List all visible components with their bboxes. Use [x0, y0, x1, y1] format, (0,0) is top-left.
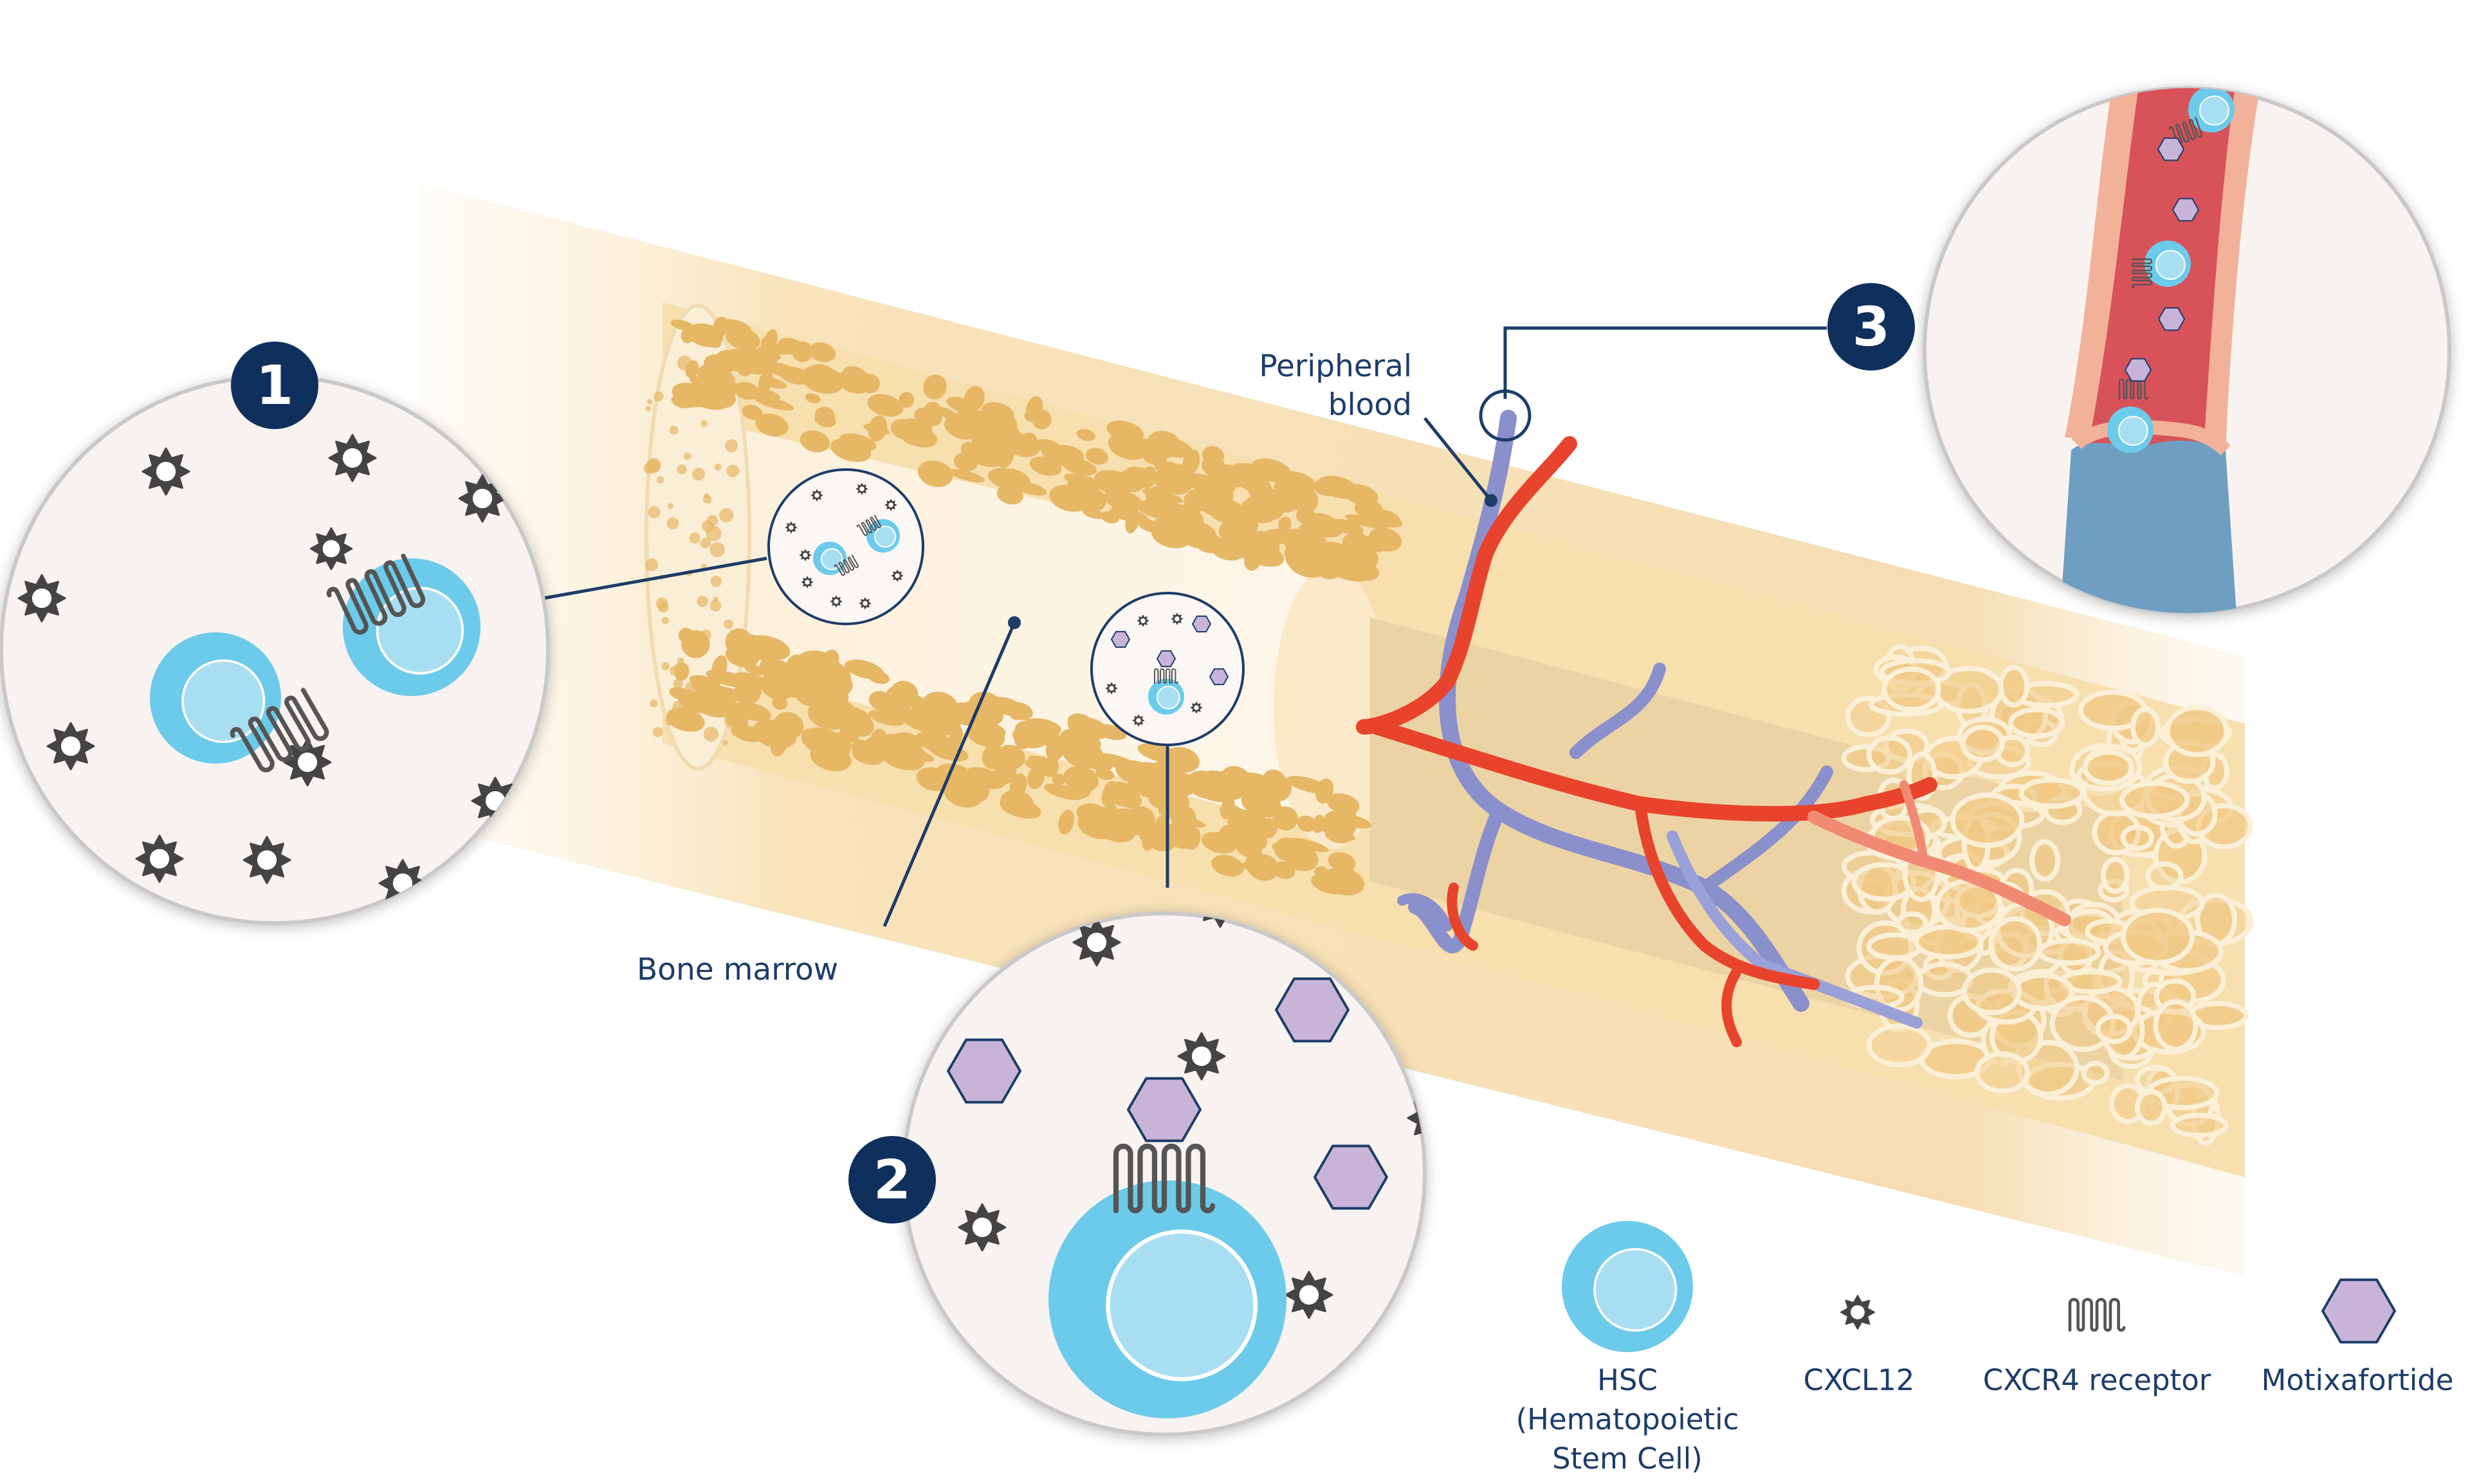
hsc-icon: [813, 542, 846, 575]
cxcl12-icon: [1137, 614, 1149, 627]
mini-inset-cxcl12-binding: [767, 468, 924, 625]
vessel-blue-end: [2058, 441, 2238, 613]
hsc-icon: [2107, 407, 2154, 453]
cxcr4-receptor-icon: [326, 553, 426, 635]
motixafortide-icon: [2158, 307, 2185, 331]
connector-3: [1503, 326, 1827, 399]
cxcr4-receptor-icon: [230, 688, 329, 773]
hsc-icon: [1148, 679, 1184, 715]
artery-main: [1356, 436, 1937, 821]
cxcl12-icon: [855, 482, 868, 495]
motixafortide-icon: [2157, 137, 2184, 161]
vein-branch-3: [1698, 765, 1833, 894]
cxcl12-icon: [810, 489, 823, 502]
cxcl12-icon: [1177, 1032, 1226, 1081]
legend-label-hsc: HSC (Hematopoietic Stem Cell): [1515, 1363, 1739, 1476]
cxcl12-icon: [1072, 918, 1121, 967]
bone-pores: [643, 316, 2254, 1146]
artery-branch-1: [1634, 798, 1820, 990]
vessel-cuff: [2071, 420, 2231, 455]
peripheral-blood-marker: [1479, 389, 1532, 442]
motixafortide-icon: [1157, 650, 1176, 668]
motixafortide-icon: [1111, 630, 1130, 648]
motixafortide-icon: [2172, 197, 2199, 222]
zoom-circle-2: [902, 911, 1427, 1436]
cxcl12-icon: [891, 569, 904, 582]
callout-2-badge: 2: [848, 1136, 936, 1223]
cxcl12-icon: [1840, 1294, 1876, 1330]
vein-branch-5: [1397, 893, 1452, 931]
cxcl12-icon: [785, 521, 798, 534]
connector-bone-marrow: [883, 622, 1016, 927]
cxcl12-icon: [328, 434, 377, 482]
peripheral-blood-label: Peripheral blood: [1259, 349, 1412, 423]
legend-label-motixafortide: Motixafortide: [2261, 1363, 2454, 1397]
cxcl12-icon: [799, 549, 812, 562]
motixafortide-icon: [1275, 977, 1349, 1043]
hsc-icon: [866, 519, 900, 553]
motixafortide-icon: [1209, 668, 1229, 686]
vein-branch-4: [1667, 830, 1923, 1029]
vein-branch-2: [1569, 663, 1666, 759]
cxcl12-icon: [1285, 1270, 1333, 1319]
artery-branch-3: [1447, 883, 1478, 951]
cxcr4-receptor-icon: [1113, 1143, 1216, 1214]
cxcl12-icon: [1132, 714, 1145, 727]
artery-branch-5: [1899, 780, 1928, 866]
cxcl12-icon: [135, 834, 184, 883]
cxcl12-icon: [17, 574, 66, 623]
callout-1-badge: 1: [231, 342, 318, 429]
bone-marrow-label: Bone marrow: [637, 952, 839, 987]
cxcl12-icon: [46, 722, 95, 771]
callout-3-badge: 3: [1827, 283, 1915, 371]
cxcl12-icon: [830, 595, 843, 608]
cxcl12-icon: [1190, 701, 1203, 714]
hsc-icon: [1048, 1180, 1286, 1418]
connector-lines: [543, 326, 1827, 927]
motixafortide-icon: [2321, 1278, 2396, 1344]
cxcl12-icon: [958, 1203, 1007, 1252]
artery-branch-2: [1807, 811, 2071, 926]
connector-peripheral-blood: [1423, 417, 1492, 502]
artery-branch-4: [1721, 966, 1742, 1047]
cxcl12-icon: [458, 474, 507, 523]
motixafortide-icon: [947, 1038, 1021, 1104]
mini-inset-1-bg: [767, 468, 924, 625]
motixafortide-icon: [1313, 1144, 1388, 1210]
hsc-icon: [150, 632, 281, 764]
cxcl12-icon: [801, 576, 814, 589]
cxcr4-receptor-icon: [1154, 668, 1178, 684]
legend-label-cxcr4: CXCR4 receptor: [1982, 1363, 2211, 1397]
connector-1: [543, 556, 767, 600]
motixafortide-icon: [1192, 615, 1211, 633]
cxcl12-icon: [242, 836, 291, 884]
hsc-icon: [343, 558, 480, 696]
cxcl12-icon: [884, 499, 897, 511]
bone-marrow-dot: [1008, 616, 1021, 629]
cxcr4-receptor-icon: [856, 515, 881, 536]
cxcl12-icon: [283, 738, 332, 787]
cxcr4-receptor-icon: [2068, 1297, 2126, 1332]
hsc-icon: [2145, 241, 2191, 287]
mini-inset-motixafortide-binding: [1090, 592, 1245, 746]
cxcl12-icon: [1105, 682, 1118, 695]
peripheral-blood-dot: [1485, 494, 1497, 507]
cxcl12-icon: [859, 597, 872, 610]
legend-icons: [1562, 1221, 2396, 1352]
cxcl12-icon: [309, 527, 353, 571]
cxcl12-icon: [1171, 612, 1184, 625]
cxcr4-receptor-icon: [834, 554, 859, 576]
blood-vessels: [1356, 410, 2071, 1047]
hsc-icon: [2188, 88, 2235, 133]
motixafortide-icon: [1127, 1077, 1202, 1142]
cxcl12-icon: [142, 447, 190, 496]
zoom-circle-1: [0, 374, 550, 925]
cxcr4-receptor-icon: [2131, 258, 2153, 289]
hsc-icon: [1562, 1221, 1693, 1352]
legend-label-cxcl12: CXCL12: [1803, 1363, 1915, 1397]
zoom-circle-3: [1923, 86, 2451, 615]
motixafortide-icon: [2125, 358, 2152, 382]
